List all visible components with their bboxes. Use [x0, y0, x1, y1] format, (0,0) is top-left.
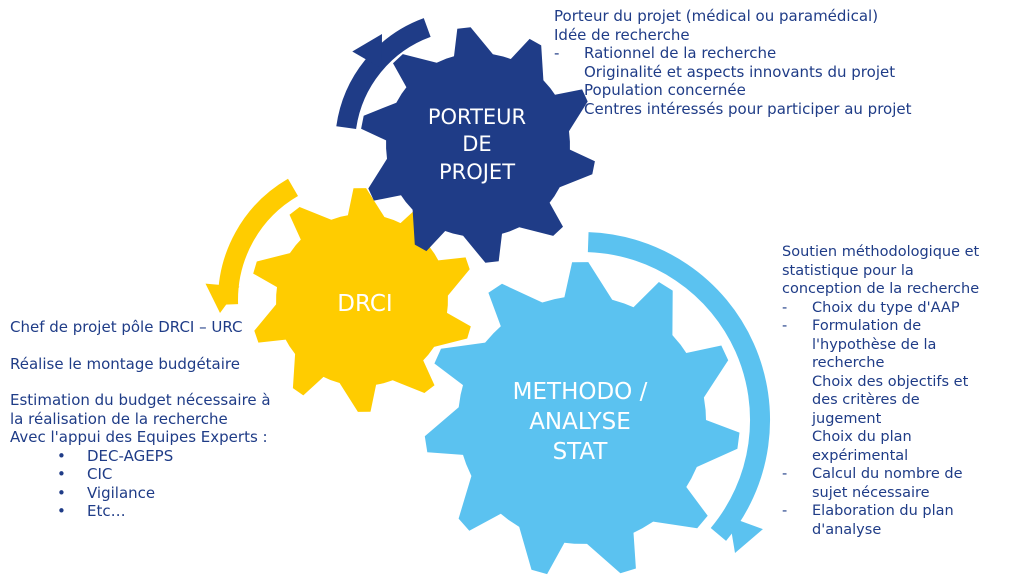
gear-label-line: PORTEUR [427, 105, 527, 129]
drci-line: Avec l'appui des Equipes Experts : [10, 428, 268, 446]
gear-label-line: PROJET [438, 159, 516, 184]
methodo-item: -Choix du type d'AAP [782, 299, 960, 316]
porteur-line: Idée de recherche [554, 25, 690, 44]
methodo-line: statistique pour la [782, 262, 914, 279]
arrow-porteur-cycle-head [352, 34, 382, 69]
drci-line: Estimation du budget nécessaire à [10, 391, 271, 409]
arrow-drci-cycle-head [205, 283, 240, 313]
arrow-porteur-cycle [336, 18, 431, 130]
drci-bullet: •Etc… [57, 502, 126, 520]
gear-label-drci: DRCI [310, 290, 420, 320]
arrow-methodo-cycle [587, 232, 771, 541]
gear-methodo [424, 262, 740, 575]
methodo-line: Soutien méthodologique et [782, 244, 980, 260]
gear-label-methodo: METHODO / ANALYSE STAT [490, 378, 670, 468]
porteur-line: Porteur du projet (médical ou paramédica… [554, 7, 879, 25]
gear-label-line: METHODO / [512, 379, 648, 405]
gear-porteur [361, 27, 595, 263]
drci-description: Chef de projet pôle DRCI – URC Réalise l… [10, 318, 271, 521]
porteur-item: Centres intéressés pour participer au pr… [584, 99, 912, 118]
drci-bullet: •DEC-AGEPS [57, 446, 174, 465]
methodo-description: Soutien méthodologique et statistique po… [782, 243, 979, 539]
gear-label-line: DE [462, 132, 492, 157]
drci-bullet: •Vigilance [57, 483, 156, 502]
porteur-item: Population concernée [584, 81, 746, 99]
porteur-item: Originalité et aspects innovants du proj… [584, 62, 896, 81]
drci-line: Chef de projet pôle DRCI – URC [10, 318, 243, 336]
porteur-description: Porteur du projet (médical ou paramédica… [554, 7, 911, 118]
gear-label-line: STAT [552, 438, 608, 465]
arrow-methodo-cycle-head [729, 516, 763, 553]
drci-line: Réalise le montage budgétaire [10, 354, 240, 373]
drci-line: la réalisation de la recherche [10, 409, 228, 428]
gear-label-line: ANALYSE [529, 408, 631, 435]
porteur-item: -Rationnel de la recherche [554, 44, 777, 62]
drci-bullet: •CIC [57, 465, 113, 483]
gear-label-line: DRCI [337, 291, 393, 317]
methodo-line: conception de la recherche [782, 281, 980, 297]
gear-label-porteur: PORTEUR DE PROJET [402, 104, 552, 186]
